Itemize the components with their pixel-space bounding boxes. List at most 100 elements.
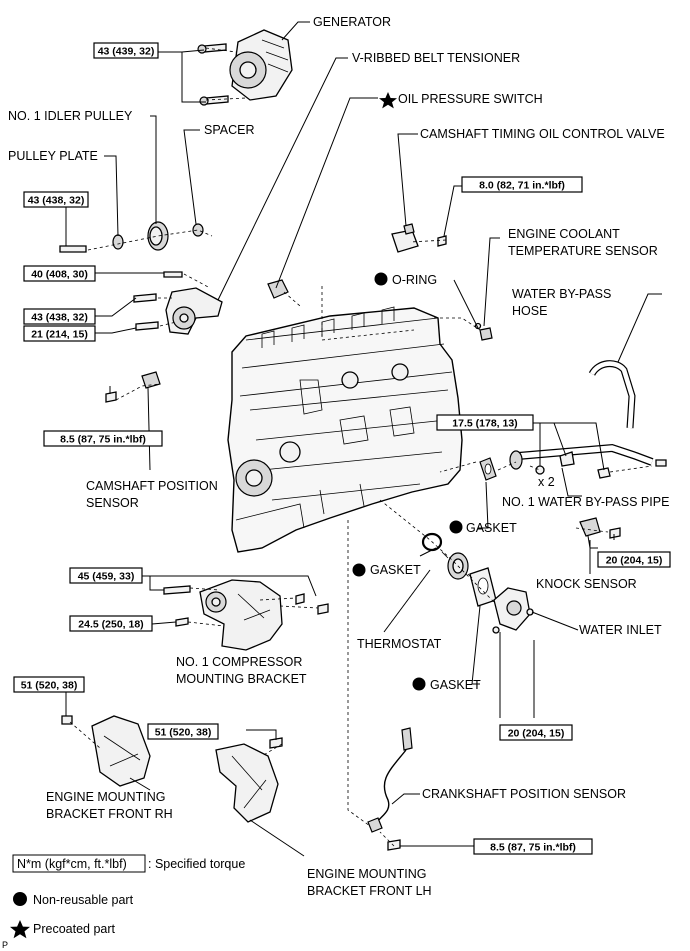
v-ribbed-belt-tensioner-part (165, 287, 223, 335)
label-v-ribbed-belt-tensioner: V-RIBBED BELT TENSIONER (352, 51, 520, 65)
label-gasket-middle: GASKET (370, 563, 421, 577)
pulley-plate-bolt (59, 245, 87, 253)
label-thermostat: THERMOSTAT (357, 637, 442, 651)
label-spacer: SPACER (204, 123, 254, 137)
oil-pressure-switch-part (267, 279, 289, 299)
legend-torque-unit: N*m (kgf*cm, ft.*lbf) (17, 857, 127, 871)
water-inlet-part (492, 587, 534, 634)
non-reusable-o-ring-icon (374, 272, 388, 286)
torque-cam-sensor: 8.5 (87, 75 in.*lbf) (60, 434, 146, 446)
tensioner-bolt-bot (135, 321, 159, 331)
torque-crank-sensor: 8.5 (87, 75 in.*lbf) (490, 842, 576, 854)
label-knock-sensor: KNOCK SENSOR (536, 577, 637, 591)
leader-lines (65, 21, 662, 857)
label-pulley-plate: PULLEY PLATE (8, 149, 98, 163)
label-engine-mounting-bracket-lh-line2: BRACKET FRONT LH (307, 884, 432, 898)
label-gasket-upper: GASKET (466, 521, 517, 535)
spacer-part (192, 223, 204, 237)
label-camshaft-position-sensor-line2: SENSOR (86, 496, 139, 510)
torque-box-tensioner-top (23, 265, 96, 282)
torque-pulley-plate: 43 (438, 32) (28, 195, 85, 207)
page-code: P (2, 940, 8, 950)
no1-idler-pulley-part (147, 221, 169, 251)
crankshaft-position-sensor-part (367, 727, 413, 851)
torque-box-mount-lh (147, 723, 219, 740)
label-crankshaft-position-sensor: CRANKSHAFT POSITION SENSOR (422, 787, 626, 801)
torque-compressor-bot: 24.5 (250, 18) (78, 619, 143, 631)
engine-mounting-bracket-rh-part (61, 715, 151, 787)
part-labels: GENERATOR V-RIBBED BELT TENSIONER OIL PR… (2, 15, 669, 950)
torque-box-tensioner-mid (23, 308, 96, 325)
legend: N*m (kgf*cm, ft.*lbf) : Specified torque… (10, 854, 245, 939)
part-symbols (352, 92, 463, 691)
pulley-plate-part (112, 234, 124, 250)
label-o-ring: O-RING (392, 273, 437, 287)
label-generator: GENERATOR (313, 15, 391, 29)
torque-compressor-top: 45 (459, 33) (78, 571, 135, 583)
label-engine-coolant-temp-sensor: ENGINE COOLANT (508, 227, 620, 241)
torque-mount-rh: 51 (520, 38) (21, 680, 78, 692)
label-no1-compressor-bracket: NO. 1 COMPRESSOR (176, 655, 302, 669)
non-reusable-gasket-upper-icon (449, 520, 463, 534)
legend-precoated-icon (10, 920, 30, 939)
label-engine-mounting-bracket-rh: ENGINE MOUNTING (46, 790, 165, 804)
label-water-inlet: WATER INLET (579, 623, 662, 637)
torque-tensioner-mid: 43 (438, 32) (31, 312, 88, 324)
label-no1-water-bypass-pipe: NO. 1 WATER BY-PASS PIPE (502, 495, 669, 509)
legend-torque-box (12, 854, 146, 873)
tensioner-bolt-mid (133, 293, 157, 303)
camshaft-position-sensor-part (105, 371, 161, 403)
assembly-dashed-lines (69, 47, 653, 847)
label-water-bypass-hose-line2: HOSE (512, 304, 547, 318)
torque-box-mount-rh (13, 676, 85, 693)
tensioner-bolt-top (163, 271, 183, 278)
torque-box-ocv (461, 176, 583, 193)
generator-part (229, 29, 293, 101)
generator-bolt-lower (199, 95, 229, 106)
no1-water-bypass-pipe-part (509, 443, 667, 479)
label-engine-coolant-temp-sensor-line2: TEMPERATURE SENSOR (508, 244, 658, 258)
legend-precoated-text: Precoated part (33, 922, 116, 936)
torque-ocv: 8.0 (82, 71 in.*lbf) (479, 180, 565, 192)
torque-tensioner-bot: 21 (214, 15) (31, 329, 88, 341)
torque-box-water-inlet (499, 724, 573, 741)
label-oil-pressure-switch: OIL PRESSURE SWITCH (398, 92, 543, 106)
label-no1-idler-pulley: NO. 1 IDLER PULLEY (8, 109, 133, 123)
label-camshaft-timing-ocv: CAMSHAFT TIMING OIL CONTROL VALVE (420, 127, 665, 141)
label-no1-compressor-bracket-line2: MOUNTING BRACKET (176, 672, 307, 686)
torque-water-inlet: 20 (204, 15) (508, 728, 565, 740)
knock-sensor-part (579, 517, 621, 539)
water-bypass-hose-part (588, 360, 636, 429)
torque-box-pulley-plate (23, 191, 89, 208)
torque-box-generator (93, 42, 159, 59)
non-reusable-gasket-lower-icon (412, 677, 426, 691)
no1-compressor-mounting-bracket-part (163, 579, 329, 651)
legend-non-reusable-icon (13, 892, 27, 906)
torque-knock: 20 (204, 15) (606, 555, 663, 567)
label-engine-mounting-bracket-lh: ENGINE MOUNTING (307, 867, 426, 881)
torque-mount-lh: 51 (520, 38) (155, 727, 212, 739)
engine-mounting-bracket-lh-part (215, 737, 283, 823)
label-camshaft-position-sensor: CAMSHAFT POSITION (86, 479, 218, 493)
label-gasket-lower: GASKET (430, 678, 481, 692)
legend-non-reusable-text: Non-reusable part (33, 893, 134, 907)
torque-box-compressor-bot (69, 615, 153, 632)
legend-torque-desc: : Specified torque (148, 857, 245, 871)
torque-tensioner-top: 40 (408, 30) (31, 269, 88, 281)
camshaft-timing-ocv-part (391, 223, 447, 253)
torque-generator: 43 (439, 32) (98, 46, 155, 58)
engine-block (227, 306, 463, 553)
label-water-bypass-hose: WATER BY-PASS (512, 287, 611, 301)
torque-box-knock (597, 551, 671, 568)
torque-box-cam-sensor (43, 430, 163, 447)
non-reusable-gasket-middle-icon (352, 563, 366, 577)
torque-box-crank-sensor (473, 838, 593, 855)
label-engine-mounting-bracket-rh-line2: BRACKET FRONT RH (46, 807, 173, 821)
torque-boxes: 43 (439, 32) 43 (438, 32) 8.0 (82, 71 in… (13, 42, 671, 855)
gasket-upper-part (479, 457, 497, 481)
label-x2: x 2 (538, 475, 555, 489)
torque-box-tensioner-bot (23, 325, 96, 342)
precoated-star-icon (379, 92, 397, 109)
torque-bypass-pipe: 17.5 (178, 13) (452, 418, 517, 430)
